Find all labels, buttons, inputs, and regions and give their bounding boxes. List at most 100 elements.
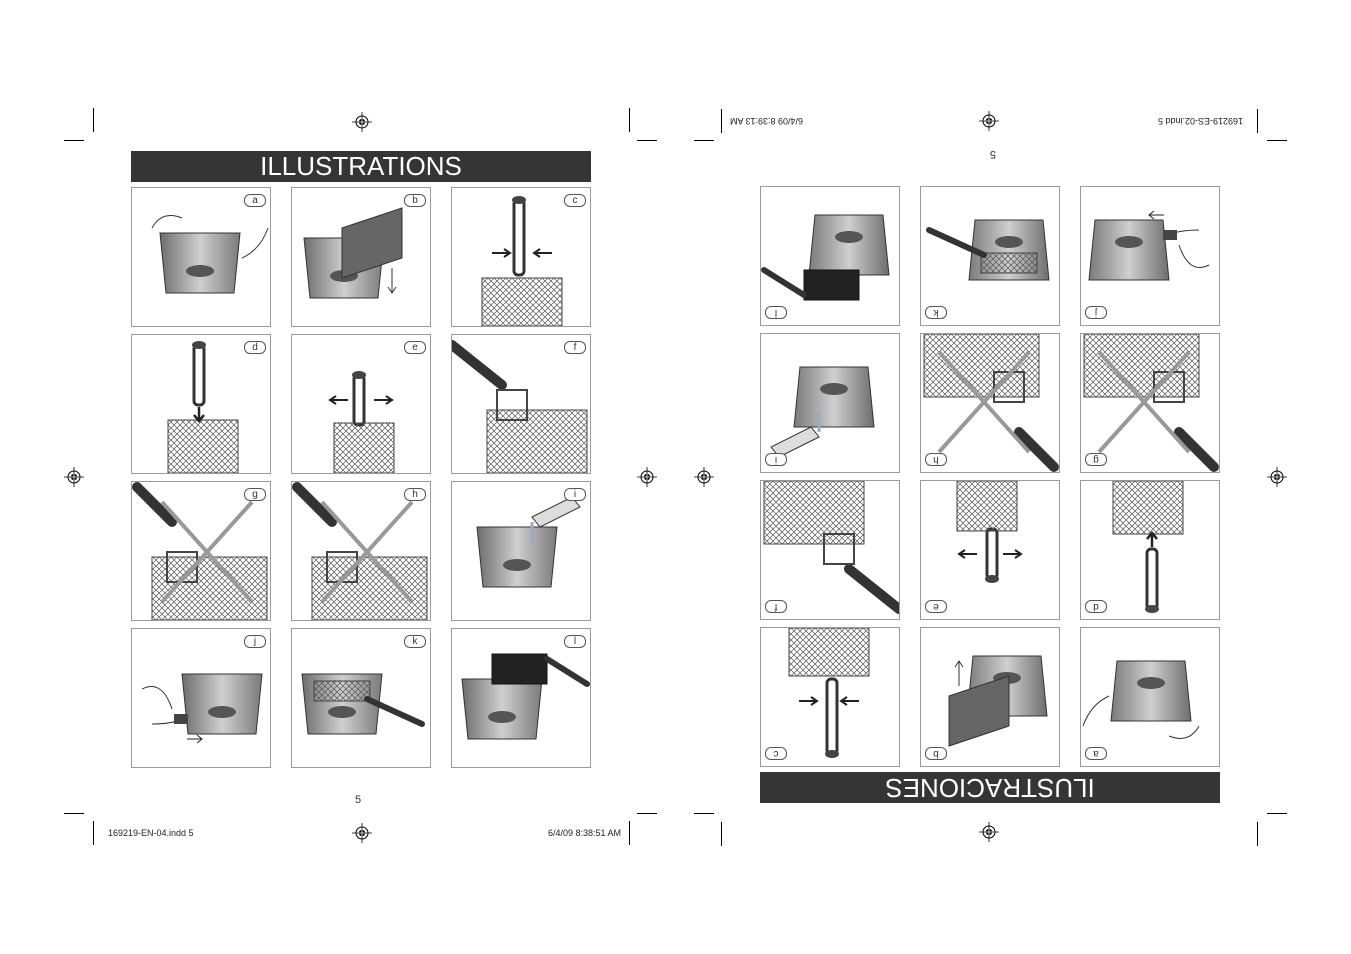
panel-letter-badge: j	[244, 635, 266, 648]
illustration-panel-k: k	[291, 628, 431, 768]
panel-letter-badge: k	[404, 635, 426, 648]
illustration-handle-spread-icon	[956, 481, 1023, 583]
section-banner: ILUSTRACIONES	[760, 772, 1220, 803]
panel-letter-badge: b	[925, 747, 947, 760]
illustration-basket-lower-icon	[301, 673, 425, 735]
illustration-panel-l: l	[451, 628, 591, 768]
slug-filename: 169219-EN-04.indd 5	[108, 828, 194, 838]
registration-mark-icon	[64, 467, 84, 487]
illustration-oil-pour-icon	[770, 366, 875, 458]
illustration-panel-j: j	[1080, 186, 1220, 326]
illustration-basket-drain-icon	[761, 214, 890, 301]
crop-mark	[721, 109, 722, 133]
left-page: ILLUSTRATIONS a b c d e f g h i j k l 5 169219-EN-0…	[64, 108, 657, 845]
panel-letter-badge: i	[564, 488, 586, 501]
illustration-handle-insert-icon	[1112, 481, 1184, 613]
crop-mark	[93, 821, 94, 845]
crop-mark	[694, 140, 714, 141]
registration-mark-icon	[352, 112, 372, 132]
slug-timestamp: 6/4/09 8:39:13 AM	[729, 116, 803, 126]
illustration-panel-h: h	[291, 481, 431, 621]
panel-letter-badge: b	[404, 194, 426, 207]
illustration-panel-d: d	[131, 334, 271, 474]
crop-mark	[64, 140, 84, 141]
panel-letter-badge: e	[404, 341, 426, 354]
crop-mark	[721, 822, 722, 846]
illustration-panel-b: b	[291, 187, 431, 327]
illustration-panel-g: g	[1080, 333, 1220, 473]
panel-letter-badge: c	[765, 747, 787, 760]
illustration-lid-remove-icon	[303, 207, 403, 299]
page-number: 5	[355, 794, 362, 806]
crop-mark	[637, 813, 657, 814]
illustration-panel-b: b	[920, 627, 1060, 767]
registration-mark-icon	[1267, 467, 1287, 487]
illustration-panel-l: l	[760, 186, 900, 326]
illustration-panel-d: d	[1080, 480, 1220, 620]
right-page: ILUSTRACIONES a b c d e f g h i j k l 5 169219-ES-0…	[675, 0, 1351, 954]
illustration-panel-h: h	[920, 333, 1060, 473]
panel-letter-badge: l	[765, 306, 787, 319]
crop-mark	[93, 108, 94, 132]
illustration-lid-press-icon	[141, 673, 263, 744]
illustration-panel-i: i	[451, 481, 591, 621]
illustration-fryer-hands-icon	[151, 215, 269, 294]
panel-letter-badge: h	[925, 453, 947, 466]
panel-letter-badge: f	[765, 600, 787, 613]
illustration-panel-c: c	[760, 627, 900, 767]
crop-mark	[629, 821, 630, 845]
crop-mark	[1257, 822, 1258, 846]
panel-letter-badge: e	[925, 600, 947, 613]
illustration-panel-f: f	[760, 480, 900, 620]
panel-letter-badge: l	[564, 635, 586, 648]
registration-mark-icon	[979, 822, 999, 842]
illustration-handle-spread-icon	[328, 371, 395, 473]
illustration-oil-pour-icon	[476, 496, 581, 588]
illustration-basket-ok-icon	[452, 340, 588, 473]
panel-letter-badge: h	[404, 488, 426, 501]
illustration-handle-squeeze-icon	[481, 196, 563, 326]
illustration-panel-f: f	[451, 334, 591, 474]
illustration-handle-squeeze-icon	[788, 628, 870, 758]
illustration-basket-drain-icon	[461, 653, 590, 740]
registration-mark-icon	[352, 823, 372, 843]
illustration-panel-j: j	[131, 628, 271, 768]
registration-mark-icon	[694, 467, 714, 487]
panel-letter-badge: g	[244, 488, 266, 501]
panel-letter-badge: i	[765, 453, 787, 466]
illustration-panel-a: a	[1080, 627, 1220, 767]
illustration-panel-c: c	[451, 187, 591, 327]
page-number: 5	[989, 148, 996, 160]
slug-filename: 169219-ES-02.indd 5	[1157, 116, 1243, 126]
crop-mark	[629, 108, 630, 132]
crop-mark	[1257, 109, 1258, 133]
illustration-panel-e: e	[291, 334, 431, 474]
crop-mark	[694, 813, 714, 814]
illustration-basket-no-icon	[292, 482, 428, 620]
panel-letter-badge: g	[1085, 453, 1107, 466]
section-banner: ILLUSTRATIONS	[131, 151, 591, 182]
panel-letter-badge: c	[564, 194, 586, 207]
panel-letter-badge: a	[1085, 747, 1107, 760]
slug-timestamp: 6/4/09 8:38:51 AM	[548, 828, 622, 838]
illustration-lid-press-icon	[1088, 210, 1210, 281]
panel-letter-badge: k	[925, 306, 947, 319]
illustration-fryer-hands-icon	[1082, 660, 1200, 739]
registration-mark-icon	[637, 467, 657, 487]
illustration-panel-g: g	[131, 481, 271, 621]
illustration-basket-no-icon	[1083, 334, 1219, 472]
crop-mark	[637, 140, 657, 141]
illustration-basket-no-icon	[923, 334, 1059, 472]
illustration-panel-e: e	[920, 480, 1060, 620]
panel-letter-badge: j	[1085, 306, 1107, 319]
illustration-handle-insert-icon	[167, 341, 239, 473]
illustration-basket-ok-icon	[763, 481, 899, 614]
crop-mark	[1267, 813, 1287, 814]
panel-letter-badge: f	[564, 341, 586, 354]
panel-letter-badge: a	[244, 194, 266, 207]
illustration-basket-lower-icon	[926, 219, 1050, 281]
illustration-panel-k: k	[920, 186, 1060, 326]
illustration-basket-no-icon	[132, 482, 268, 620]
crop-mark	[64, 813, 84, 814]
panel-letter-badge: d	[244, 341, 266, 354]
